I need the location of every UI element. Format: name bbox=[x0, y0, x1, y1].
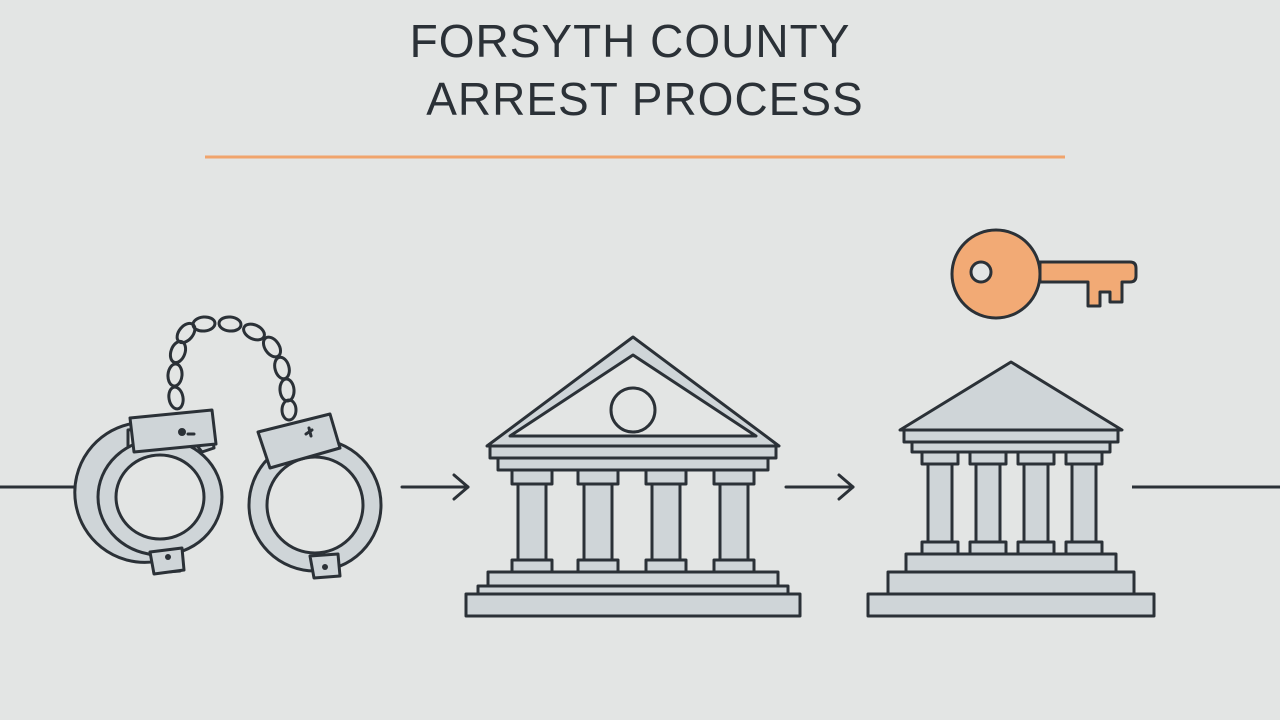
arrow-right-icon bbox=[400, 473, 470, 501]
title-line-1: FORSYTH COUNTY bbox=[409, 15, 851, 67]
arrow-right-icon bbox=[784, 473, 855, 501]
diagram-title: FORSYTH COUNTY ARREST PROCESS bbox=[0, 12, 1280, 128]
handcuffs-icon bbox=[73, 315, 383, 580]
courthouse-icon bbox=[464, 335, 802, 618]
courthouse-icon bbox=[866, 360, 1156, 618]
key-icon bbox=[950, 228, 1138, 320]
title-line-2: ARREST PROCESS bbox=[426, 73, 864, 125]
